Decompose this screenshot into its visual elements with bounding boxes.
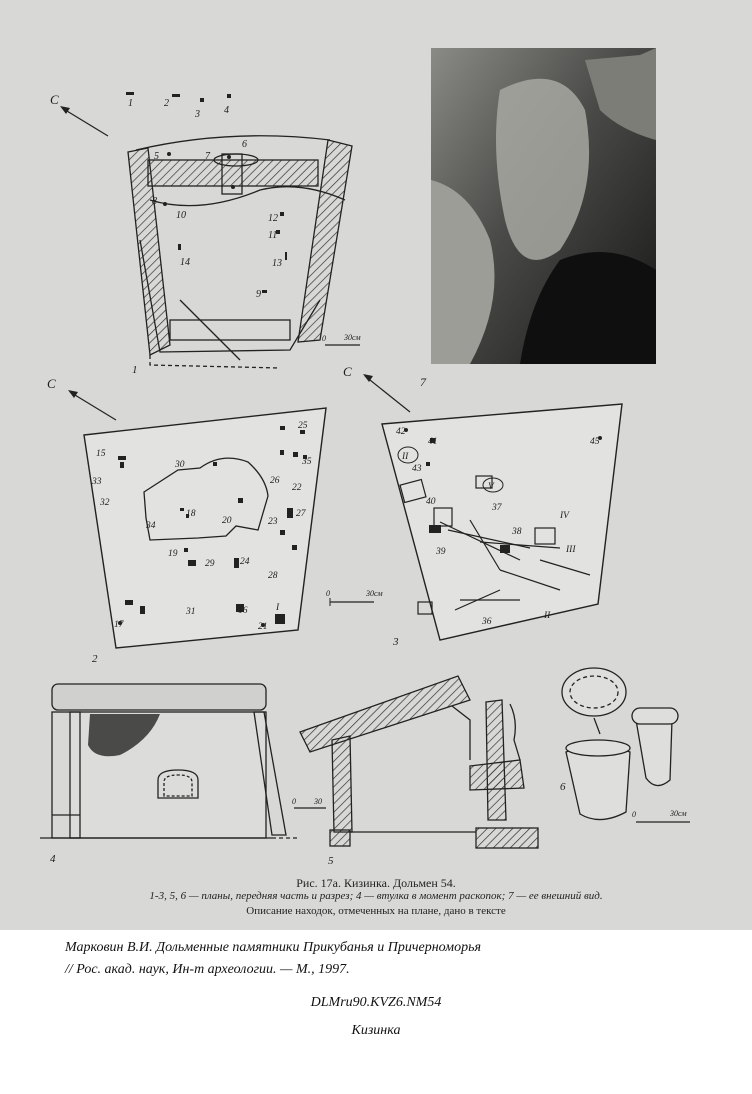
panel-number-6: 6 [560,781,566,793]
svg-text:V: V [488,482,495,492]
svg-text:20: 20 [222,516,232,526]
plan-1 [127,135,353,369]
svg-text:3: 3 [194,109,200,120]
svg-text:24: 24 [240,557,250,567]
svg-text:42: 42 [396,427,406,437]
svg-text:29: 29 [205,559,215,569]
scale-bar-2: 0 30см [326,589,383,606]
svg-text:С: С [343,364,352,379]
panel-number-1: 1 [132,364,138,376]
svg-text:11: 11 [268,230,277,241]
svg-text:2: 2 [164,98,169,109]
svg-text:18: 18 [186,509,196,519]
plan-3-labels: 36 37 38 39 40 41 42 43 45 II II III IV … [396,427,600,627]
svg-text:0: 0 [326,589,330,598]
svg-text:IV: IV [559,511,570,521]
svg-text:25: 25 [298,421,308,431]
svg-text:31: 31 [185,607,196,617]
plan-2 [83,407,327,649]
svg-text:17: 17 [114,620,125,630]
panel-number-2: 2 [92,653,98,665]
svg-text:21: 21 [258,622,268,632]
plan-2-find-marks [118,426,307,627]
panel-number-4: 4 [50,853,56,865]
svg-text:9: 9 [256,289,261,300]
scanned-figure-page: 7 С С С 1 2 3 4 5 [0,0,752,930]
svg-text:41: 41 [428,437,438,447]
document-code: DLMru90.KVZ6.NM54 [310,995,442,1010]
svg-text:5: 5 [154,151,159,162]
svg-text:36: 36 [481,617,492,627]
svg-text:38: 38 [511,527,522,537]
svg-text:23: 23 [268,517,278,527]
svg-text:1: 1 [128,98,133,109]
north-arrow-1: С [50,92,109,137]
figure-drawing: 7 С С С 1 2 3 4 5 [40,48,690,867]
plan-1-find-marks [126,92,287,293]
sleeve-drawing-6 [561,667,679,821]
svg-text:14: 14 [180,257,190,268]
reference-line-1: Марковин В.И. Дольменные памятники Прику… [65,940,481,955]
front-view-4 [40,683,300,839]
plan-1-labels: 1 2 3 4 5 6 7 8 9 10 11 12 13 14 [128,98,282,300]
svg-text:22: 22 [292,483,302,493]
figure-caption-line-2: Описание находок, отмеченных на плане, д… [246,905,506,917]
plan-3 [381,403,623,641]
svg-text:4: 4 [224,105,229,116]
svg-text:27: 27 [296,509,307,519]
svg-text:34: 34 [145,521,156,531]
svg-text:10: 10 [176,210,186,221]
svg-text:30: 30 [313,797,322,806]
svg-text:II: II [401,452,409,462]
svg-text:0: 0 [292,797,296,806]
photo-panel-7 [431,48,656,364]
svg-text:30см: 30см [669,809,687,818]
svg-text:16: 16 [238,606,248,616]
scale-bar-1: 0 30см [322,333,361,346]
svg-text:39: 39 [435,547,446,557]
svg-text:30см: 30см [343,333,361,342]
svg-text:33: 33 [91,477,102,487]
svg-text:6: 6 [242,139,247,150]
svg-text:26: 26 [270,476,280,486]
panel-number-5: 5 [328,855,334,867]
svg-text:30: 30 [174,460,185,470]
svg-text:45: 45 [590,437,600,447]
svg-text:30см: 30см [365,589,383,598]
svg-text:II: II [543,611,551,621]
scale-bar-6: 0 30см [632,809,690,823]
plan-2-labels: 15 16 17 18 19 20 21 22 23 24 25 26 27 2… [91,421,312,632]
svg-text:I: I [275,603,280,613]
svg-text:32: 32 [99,498,110,508]
panel-number-7: 7 [420,375,427,389]
svg-text:37: 37 [491,503,503,513]
scale-bar-5: 0 30 [292,797,326,809]
svg-text:19: 19 [168,549,178,559]
svg-text:12: 12 [268,213,278,224]
svg-text:35: 35 [301,457,312,467]
svg-text:13: 13 [272,258,282,269]
svg-text:III: III [565,545,576,555]
svg-text:28: 28 [268,571,278,581]
svg-text:40: 40 [426,497,436,507]
figure-caption-title: Рис. 17а. Кизинка. Дольмен 54. [296,876,456,890]
figure-caption-line-1: 1-3, 5, 6 — планы, передняя часть и разр… [149,890,603,902]
reference-line-2: // Рос. акад. наук, Ин-т археологии. — М… [65,962,350,977]
place-name: Кизинка [351,1023,401,1038]
section-view-5 [299,675,539,849]
svg-text:7: 7 [205,151,211,162]
north-arrow-3: С [343,364,411,413]
svg-text:С: С [47,376,56,391]
svg-text:8: 8 [152,196,157,207]
svg-text:0: 0 [322,334,326,343]
svg-text:43: 43 [412,464,422,474]
svg-text:15: 15 [96,449,106,459]
svg-text:0: 0 [632,810,636,819]
north-arrow-2: С [47,376,117,421]
panel-number-3: 3 [392,636,399,648]
svg-text:С: С [50,92,59,107]
